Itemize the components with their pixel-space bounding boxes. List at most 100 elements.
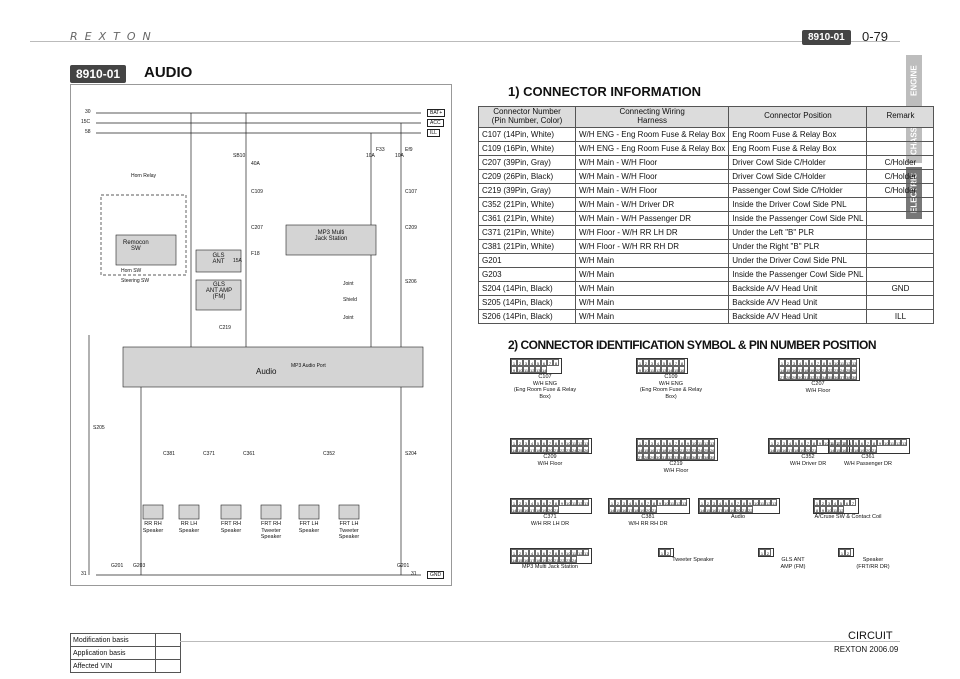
- table-cell: W/H Main - W/H Passenger DR: [574, 210, 730, 226]
- pin-cell: 1: [511, 499, 517, 506]
- pin-cell: 8: [679, 359, 685, 366]
- table-cell: Under the Left "B" PLR: [728, 224, 868, 240]
- label-c209: C209: [405, 225, 417, 231]
- table-cell: W/H Main: [574, 280, 730, 296]
- label-remocon: Remocon SW: [123, 240, 149, 252]
- table-cell: [866, 210, 935, 226]
- pin-cell: 20: [805, 446, 811, 453]
- pin-cell: 9: [511, 366, 517, 373]
- pin-cell: 22: [747, 506, 753, 513]
- pin-cell: 19: [809, 366, 815, 373]
- pin-cell: 4: [797, 359, 803, 366]
- pin-cell: 12: [577, 499, 583, 506]
- pin-cell: 19: [729, 506, 735, 513]
- pin-cell: 16: [649, 446, 655, 453]
- rail-58: 58: [85, 129, 91, 135]
- pin-cell: 3: [649, 439, 655, 446]
- speaker-caption: RR LH Speaker: [178, 521, 200, 534]
- pin-cell: 26: [709, 446, 715, 453]
- label-joint-1: Joint: [343, 281, 354, 287]
- wiring-diagram: 30 15C 58 BAT+ ACC ILL 31 31 GND Horn Re…: [70, 84, 452, 586]
- pin-cell: 8: [814, 506, 820, 513]
- pin-cell: 21: [679, 446, 685, 453]
- pin-cell: 8: [553, 499, 559, 506]
- pin-cell: 19: [859, 446, 865, 453]
- speaker-caption: FRT LH Tweeter Speaker: [338, 521, 360, 541]
- pin-cell: 27: [779, 373, 785, 380]
- pin-cell: 12: [703, 439, 709, 446]
- footer-divider: [180, 641, 900, 642]
- pin-cell: 16: [791, 366, 797, 373]
- pin-cell: 8: [821, 359, 827, 366]
- pin-cell: 6: [844, 499, 850, 506]
- label-c352: C352: [323, 451, 335, 457]
- pin-cell: 18: [793, 446, 799, 453]
- pin-cell: 32: [667, 453, 673, 460]
- pin-cell: 6: [541, 549, 547, 556]
- pin-cell: 9: [877, 439, 883, 446]
- connector-caption: C352 W/H Driver DR: [789, 454, 827, 467]
- legend-row: Application basis: [70, 646, 156, 660]
- pin-cell: 19: [639, 506, 645, 513]
- label-s205: S205: [93, 425, 105, 431]
- table-cell: Passenger Cowl Side C/Holder: [728, 182, 868, 198]
- pin-section-title: 2) CONNECTOR IDENTIFICATION SYMBOL & PIN…: [508, 338, 877, 352]
- table-row: C361 (21Pin, White)W/H Main - W/H Passen…: [478, 210, 935, 226]
- table-cell: Backside A/V Head Unit: [728, 280, 868, 296]
- pin-cell: 25: [703, 446, 709, 453]
- gls-amp-box: [195, 279, 242, 311]
- pin-cell: 15: [785, 366, 791, 373]
- label-sb10: SB10: [233, 153, 246, 159]
- connector-info-title: 1) CONNECTOR INFORMATION: [508, 84, 702, 99]
- tweeter-frt-rh-shape: [260, 504, 282, 520]
- pin-cell: 11: [832, 506, 838, 513]
- label-sb10-amp: 40A: [251, 161, 260, 167]
- pin-cell: 14: [829, 446, 835, 453]
- pin-cell: 4: [655, 359, 661, 366]
- revision-legend: Modification basis Application basis Aff…: [70, 633, 181, 673]
- pin-cell: 15: [517, 506, 523, 513]
- pin-cell: 7: [547, 359, 553, 366]
- pin-cell: 20: [673, 446, 679, 453]
- pin-cell: 10: [517, 366, 523, 373]
- pin-cell: 6: [639, 499, 645, 506]
- pin-cell: 29: [791, 373, 797, 380]
- label-s204: S204: [405, 451, 417, 457]
- pin-cell: 20: [865, 446, 871, 453]
- table-row: C381 (21Pin, White)W/H Floor - W/H RR RH…: [478, 238, 935, 254]
- side-tab-engine[interactable]: ENGINE: [906, 55, 922, 107]
- legend-row: Affected VIN: [70, 659, 156, 673]
- pin-cell: 14: [511, 556, 517, 563]
- pin-cell: 3: [791, 359, 797, 366]
- label-horn-sw: Horn SW: [121, 268, 142, 274]
- table-row: C107 (14Pin, White)W/H ENG - Eng Room Fu…: [478, 126, 935, 142]
- col-header: Connecting Wiring Harness: [574, 106, 730, 128]
- pin-cell: 1: [829, 439, 835, 446]
- connector-caption: C107 W/H ENG (Eng Room Fuse & Relay Box): [513, 374, 577, 400]
- pin-cell: 11: [759, 499, 765, 506]
- pin-cell: 14: [779, 366, 785, 373]
- table-cell: C209 (26Pin, Black): [478, 168, 576, 184]
- pin-cell: 11: [839, 359, 845, 366]
- pin-cell: 1: [511, 439, 517, 446]
- pin-cell: 6: [541, 499, 547, 506]
- pin-cell: 14: [637, 446, 643, 453]
- pin-cell: 10: [753, 499, 759, 506]
- pin-cell: 5: [535, 359, 541, 366]
- label-f33: F33: [376, 147, 385, 153]
- label-steering-sw: Steering SW: [121, 278, 150, 284]
- table-cell: W/H Floor - W/H RR RH DR: [574, 238, 730, 254]
- connector-caption: C109 W/H ENG (Eng Room Fuse & Relay Box): [639, 374, 703, 400]
- pin-cell: 4: [717, 499, 723, 506]
- pin-cell: 1: [637, 359, 643, 366]
- table-row: C109 (16Pin, White)W/H ENG - Eng Room Fu…: [478, 140, 935, 156]
- pin-cell: 21: [871, 446, 877, 453]
